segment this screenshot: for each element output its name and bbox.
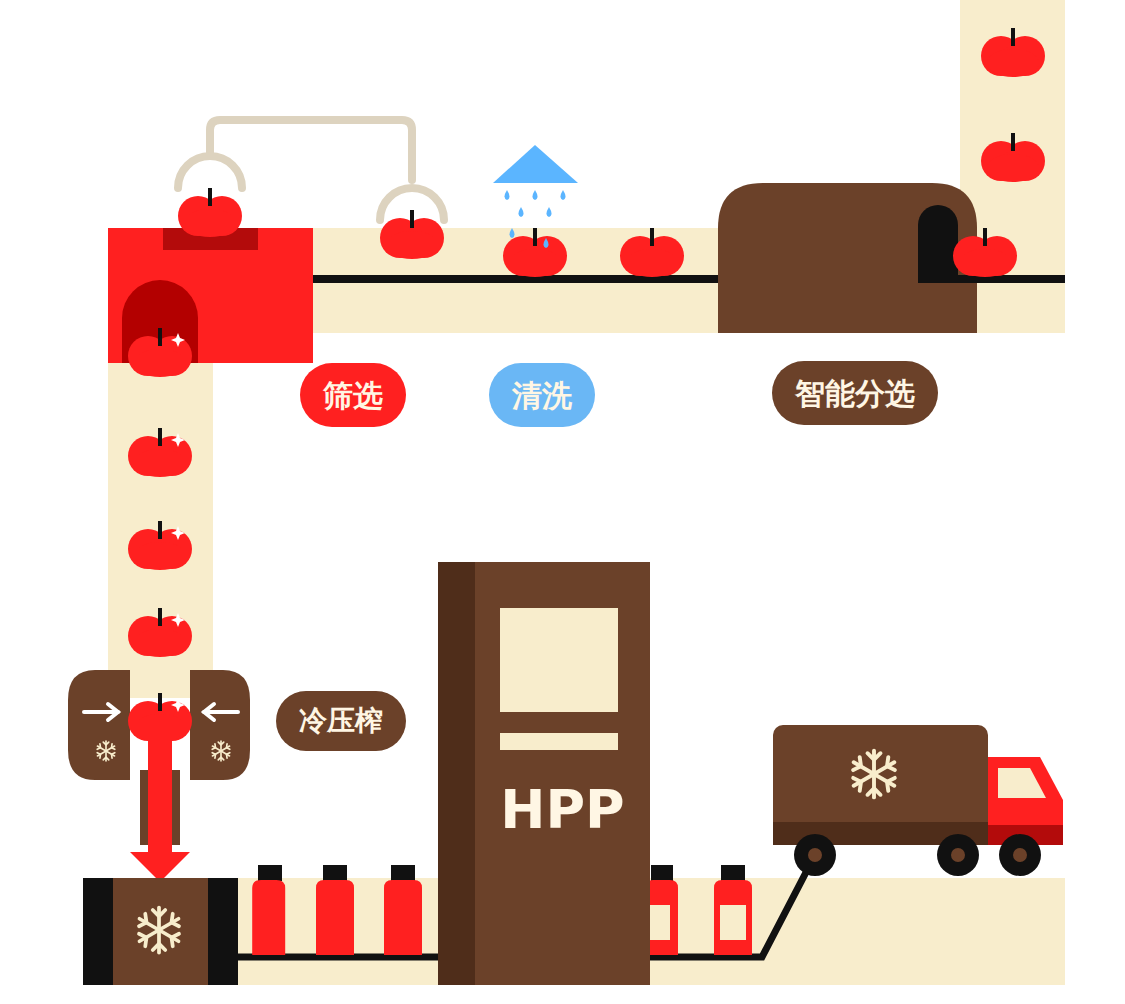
machine-panel <box>438 562 650 985</box>
machine-window <box>500 608 618 712</box>
step-label: 智能分选 <box>795 377 915 410</box>
conveyor-band <box>85 0 1065 985</box>
machine-side <box>438 562 475 985</box>
step-badge: 清洗 <box>489 363 595 427</box>
step-label: HPP <box>500 780 624 839</box>
machine-slot <box>500 733 618 750</box>
step-label: 筛选 <box>323 379 383 412</box>
hpp-machine: HPP <box>438 562 650 985</box>
water-drop <box>510 228 549 248</box>
step-badge: 智能分选 <box>772 361 938 425</box>
cold-press <box>68 670 250 882</box>
freezer-tank <box>83 878 238 985</box>
step-label: 冷压榨 <box>299 706 383 737</box>
step-label: 清洗 <box>512 379 572 412</box>
sorting-tunnel <box>718 183 1065 333</box>
belt-line <box>313 275 1065 283</box>
sparkle <box>171 333 185 627</box>
step-badge: 冷压榨 <box>276 691 406 751</box>
washing-shower <box>493 145 578 217</box>
refrigerated-truck <box>773 725 1063 876</box>
step-badge: 筛选 <box>300 363 406 427</box>
